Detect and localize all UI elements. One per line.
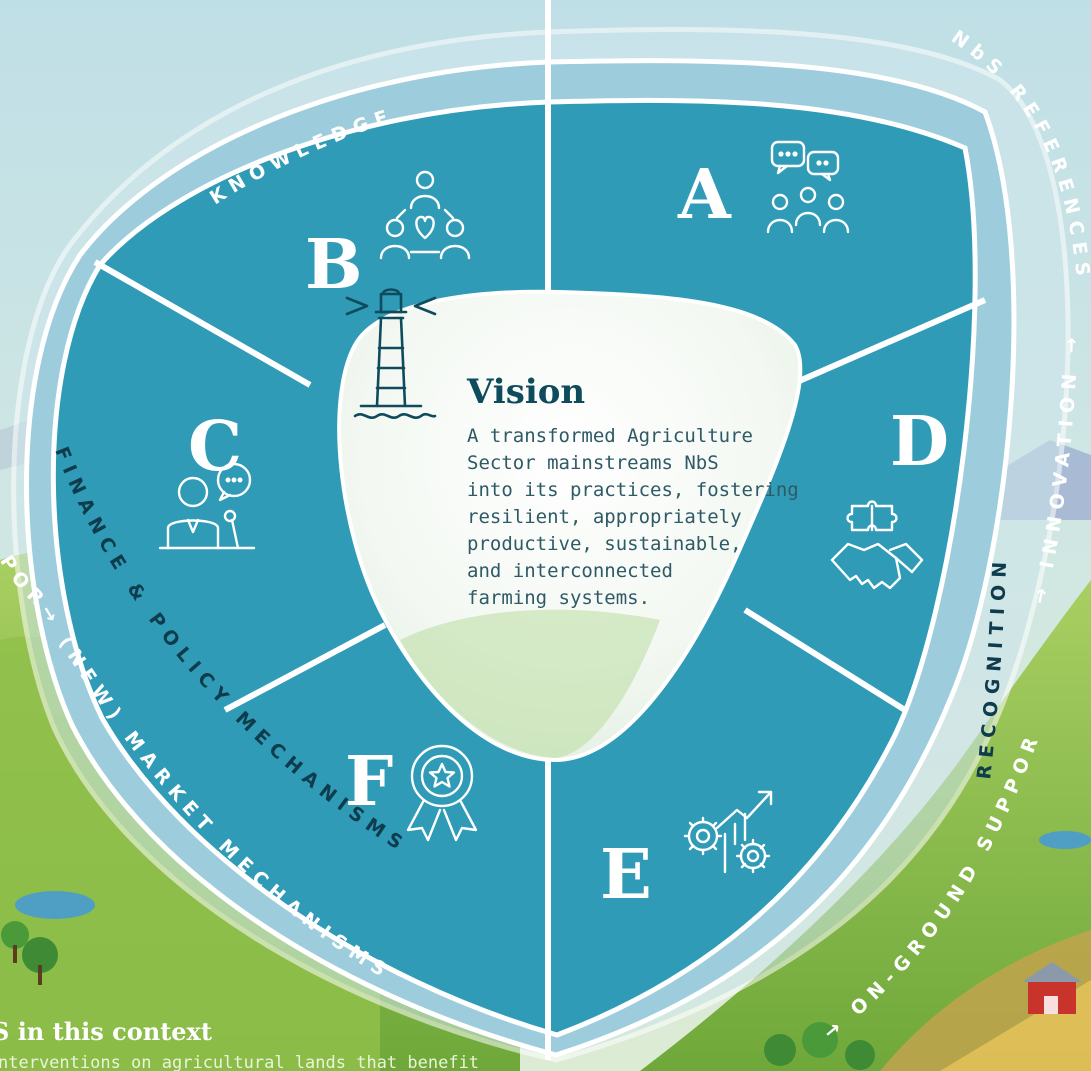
right-hills	[640, 580, 1091, 1071]
handshake-puzzle-icon	[830, 500, 924, 590]
pond-right	[1039, 831, 1091, 849]
divider-right	[788, 297, 987, 388]
divider-top-left	[93, 259, 312, 388]
trees-right	[764, 1022, 875, 1070]
vision-line-6: and interconnected	[467, 560, 673, 582]
context-title: S in this context	[0, 1017, 212, 1046]
award-rosette-icon	[406, 744, 478, 842]
vision-line-7: farming systems.	[467, 587, 650, 609]
segment-letter-a: A	[677, 155, 732, 235]
community-heart-icon	[379, 170, 471, 260]
gears-growth-icon	[683, 790, 773, 874]
vision-line-1: A transformed Agriculture	[467, 425, 753, 447]
segment-letter-c: C	[188, 407, 242, 487]
vision-title: Vision	[466, 372, 585, 412]
speaker-presentation-icon	[158, 462, 256, 550]
pond-left	[15, 891, 95, 919]
segment-letter-f: F	[345, 742, 393, 822]
context-text: nterventions on agricultural lands that …	[0, 1053, 479, 1071]
divider-bottom-right	[743, 607, 907, 713]
segment-dividers	[93, 0, 987, 1060]
center-meadow	[400, 609, 660, 758]
segment-letter-b: B	[305, 225, 362, 305]
barn	[1022, 962, 1082, 1014]
segment-letter-d: D	[890, 402, 949, 482]
vision-line-2: Sector mainstreams NbS	[467, 452, 719, 474]
discussion-group-icon	[766, 140, 850, 234]
vision-line-5: productive, sustainable,	[467, 533, 742, 555]
lighthouse-icon	[345, 288, 437, 419]
vision-line-3: into its practices, fostering	[467, 479, 799, 501]
trees-left	[1, 921, 58, 985]
divider-bottom-left	[223, 622, 387, 713]
segment-letter-e: E	[600, 835, 652, 915]
vision-line-4: resilient, appropriately	[467, 506, 742, 528]
